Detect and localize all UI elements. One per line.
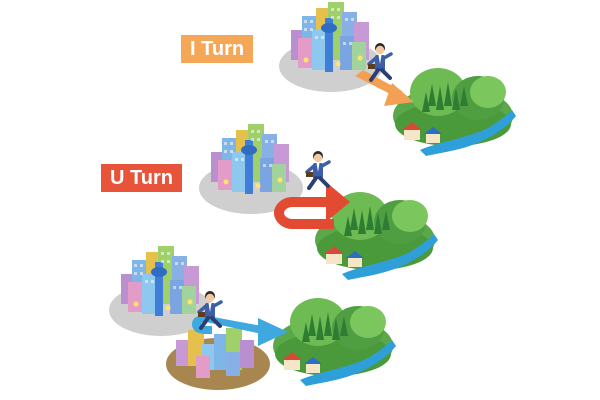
- u-turn-scene: [199, 124, 438, 280]
- u-turn-person-icon: [304, 149, 331, 190]
- j-turn-arrow-icon: [192, 315, 288, 346]
- i-turn-label: I Turn: [181, 35, 254, 63]
- u-turn-label: U Turn: [101, 164, 182, 192]
- j-turn-scene: [109, 246, 396, 390]
- i-turn-countryside: [393, 68, 516, 156]
- straight-arrow-icon: [355, 70, 414, 106]
- u-turn-arrow-icon: [274, 182, 350, 229]
- j-turn-countryside: [273, 298, 396, 386]
- i-turn-scene: [279, 2, 516, 156]
- regional-city: [166, 328, 270, 390]
